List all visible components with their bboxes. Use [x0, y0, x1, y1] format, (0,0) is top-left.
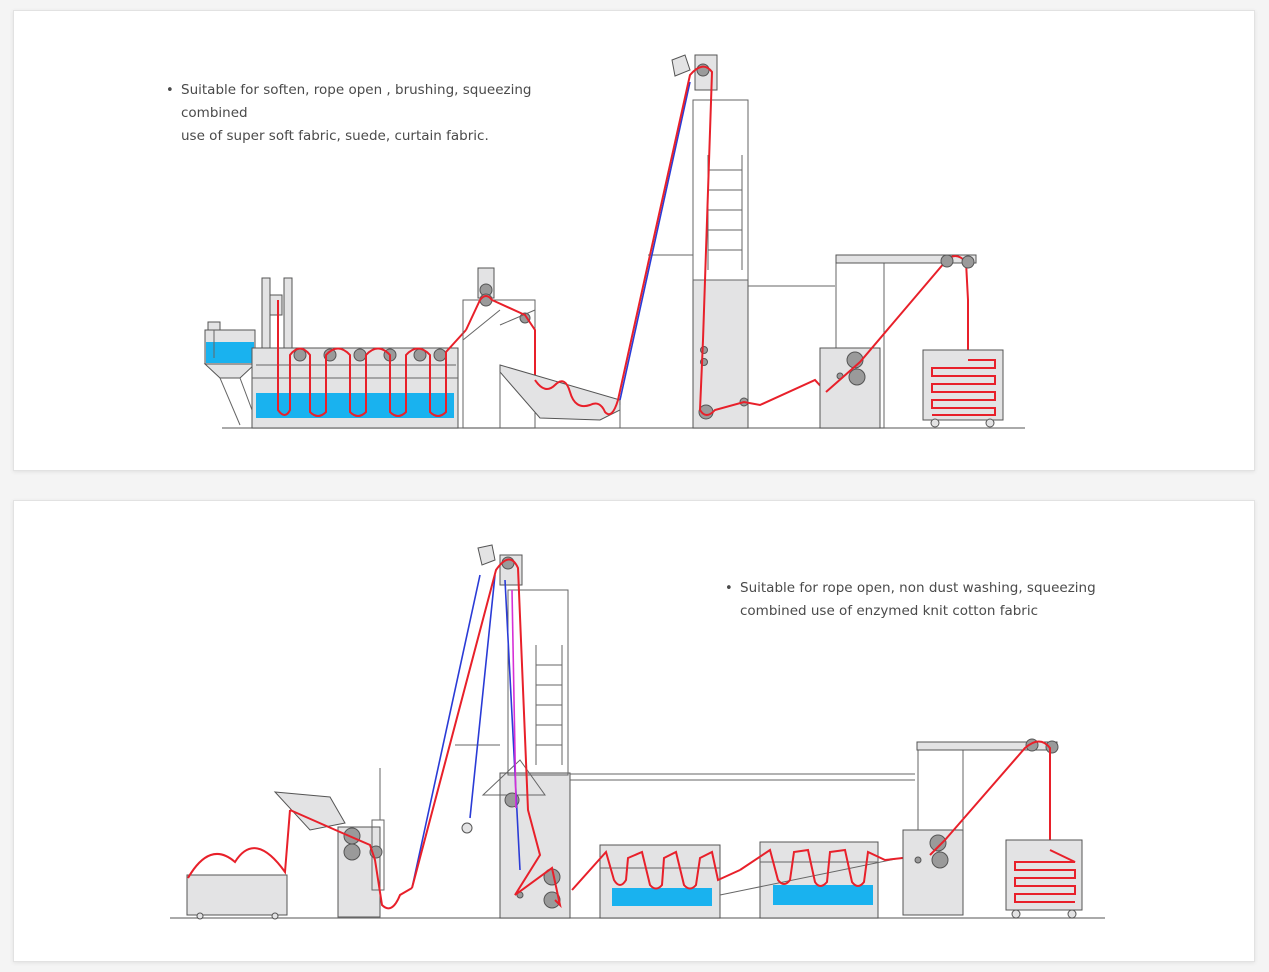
squeezer-1 [819, 254, 977, 429]
description-washing: • Suitable for rope open, non dust washi… [725, 577, 1100, 623]
chemical-tank [203, 321, 257, 426]
description-soften: • Suitable for soften, rope open , brush… [166, 79, 601, 148]
fabric-chute [499, 254, 651, 428]
soaking-tank [251, 277, 467, 429]
fabric-cart-in [186, 809, 291, 920]
fabric-cart-out [1005, 839, 1083, 919]
rope-opener-1 [462, 267, 536, 429]
ladder [707, 155, 743, 270]
washing-tank-1 [571, 844, 741, 919]
vertical-lifter-2 [411, 544, 915, 919]
bullet-dot: • [725, 581, 733, 596]
process-panel-soften [13, 10, 1255, 471]
description-washing-line2: combined use of enzymed knit cotton fabr… [740, 603, 1039, 619]
diagram-soften-line [203, 54, 1025, 429]
rope-opener-2 [273, 768, 413, 918]
description-soften-line2: use of super soft fabric, suede, curtain… [181, 128, 489, 144]
washing-tank-2 [719, 841, 931, 919]
fabric-cart-1 [922, 349, 1004, 428]
ladder [535, 645, 563, 765]
description-soften-line1: Suitable for soften, rope open , brushin… [181, 82, 532, 121]
diagram-washing-line [170, 544, 1105, 920]
squeezer-2 [902, 738, 1059, 916]
bullet-dot: • [166, 83, 174, 98]
vertical-lifter [619, 54, 841, 429]
description-washing-line1: Suitable for rope open, non dust washing… [740, 580, 1096, 596]
